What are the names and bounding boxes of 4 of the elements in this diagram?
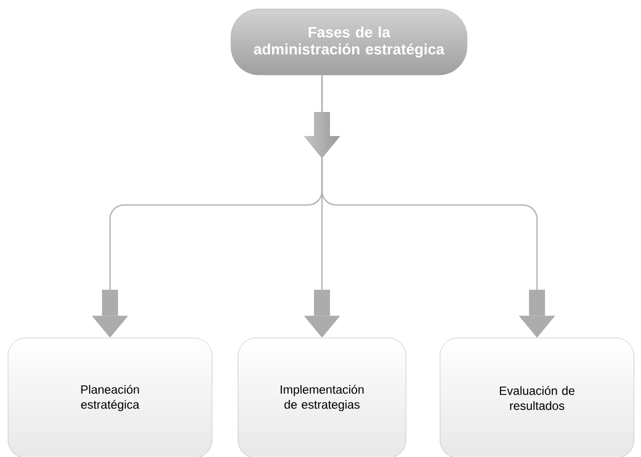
title-pill: Fases de la administración estratégica (230, 8, 468, 76)
phase-box: Evaluación de resultados (440, 338, 634, 457)
phase-box: Implementación de estrategias (238, 338, 406, 457)
phase-box: Planeación estratégica (8, 338, 212, 457)
